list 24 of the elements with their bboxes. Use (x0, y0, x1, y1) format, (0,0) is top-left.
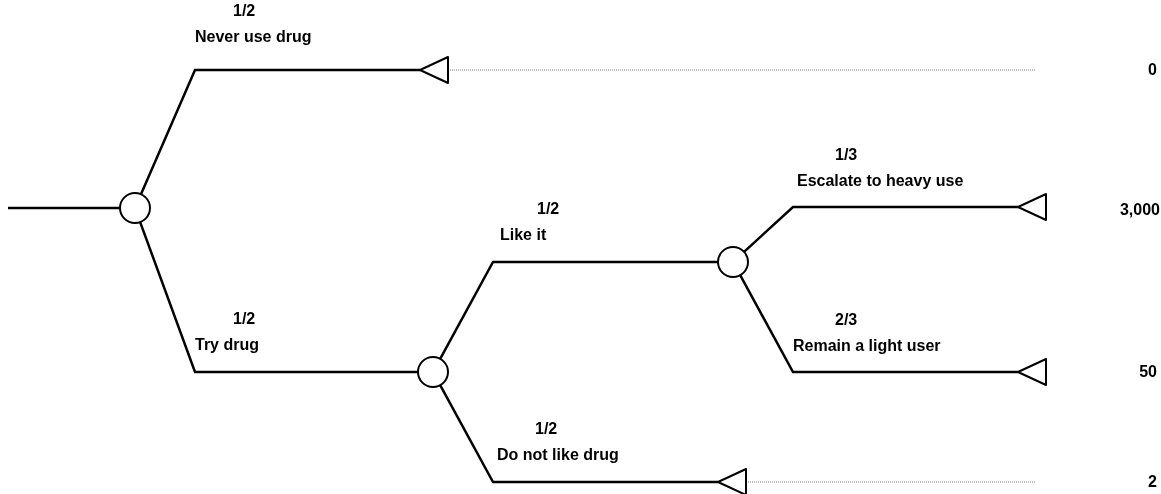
branch-label: 2/3 Remain a light user (793, 310, 941, 356)
payoff-value: 0 (1147, 60, 1157, 80)
branch-label: 1/2 Do not like drug (497, 419, 619, 465)
branch-line (439, 384, 718, 484)
branch-line (139, 68, 420, 195)
chance-node-circle (717, 246, 749, 278)
branch-line (739, 274, 1018, 374)
chance-node-circle (119, 192, 151, 224)
branch-label: 1/3 Escalate to heavy use (797, 145, 964, 191)
branch-label: 1/2 Like it (500, 199, 560, 245)
terminal-node-triangle (1017, 358, 1047, 386)
terminal-node-triangle (1017, 193, 1047, 221)
branch-line (743, 205, 1018, 253)
terminal-node-triangle (717, 468, 747, 494)
terminal-node-triangle (419, 56, 449, 84)
branch-line (8, 206, 120, 210)
branch-line (439, 260, 718, 360)
payoff-value: 2 (1147, 472, 1157, 492)
payoff-value: 50 (1138, 362, 1157, 382)
chance-node-circle (417, 356, 449, 388)
branch-line (138, 221, 418, 374)
branch-label: 1/2 Try drug (195, 309, 259, 355)
branch-label: 1/2 Never use drug (195, 1, 312, 47)
payoff-value: 3,000 (1118, 200, 1160, 220)
